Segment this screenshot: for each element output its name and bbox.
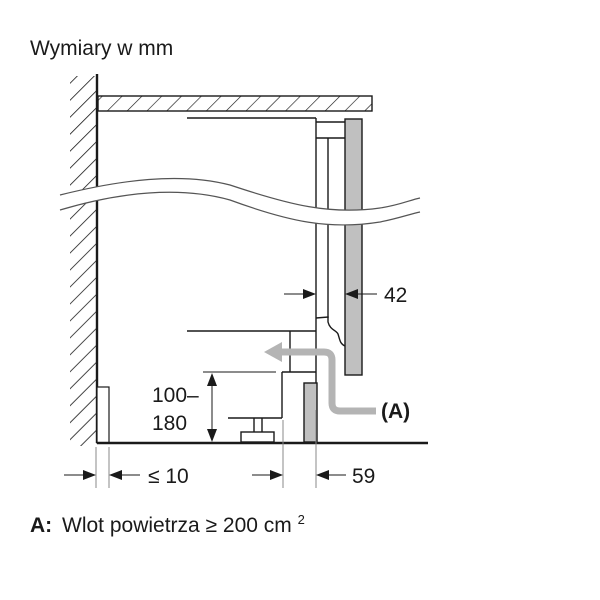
dim-plinth-depth: 59 xyxy=(352,465,375,488)
airflow-arrow xyxy=(280,348,376,415)
dim-arrow-left xyxy=(303,289,316,299)
legend-text: Wlot powietrza ≥ 200 cm xyxy=(62,514,292,537)
rear-spacer xyxy=(96,386,110,444)
dim-plinth-height-1: 100– xyxy=(152,384,199,407)
dim-wall-gap: ≤ 10 xyxy=(148,465,189,488)
legend-key: A: xyxy=(30,514,52,537)
air-inlet-marker: (A) xyxy=(381,400,410,423)
break-line xyxy=(60,178,420,226)
wall-hatching xyxy=(68,76,96,446)
plinth xyxy=(303,382,318,443)
legend: A: Wlot powietrza ≥ 200 cm 2 xyxy=(30,512,305,537)
furniture-door xyxy=(344,118,363,376)
adjustable-foot xyxy=(240,431,275,443)
dim-arrow-up xyxy=(207,373,217,386)
dim-door-gap: 42 xyxy=(384,284,407,307)
dim-arrow-down xyxy=(207,429,217,442)
dim-arrow-right xyxy=(345,289,358,299)
worktop xyxy=(97,95,373,112)
legend-superscript: 2 xyxy=(298,512,305,527)
diagram-title: Wymiary w mm xyxy=(30,37,173,60)
dim-plinth-height-2: 180 xyxy=(152,412,187,435)
